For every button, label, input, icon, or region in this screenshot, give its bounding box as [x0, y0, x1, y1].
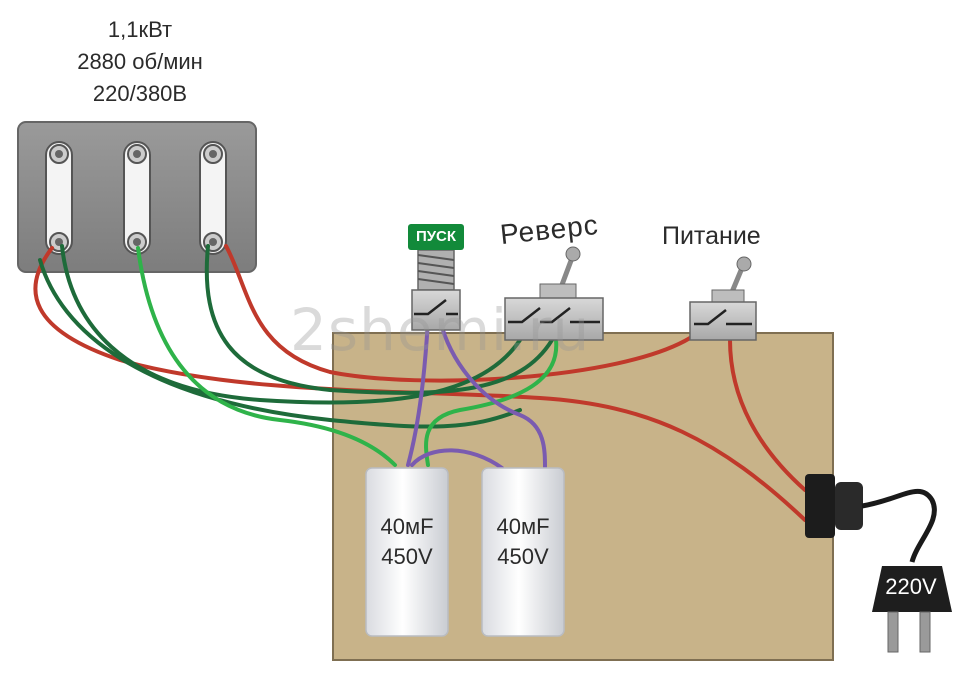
capacitor-capacity: 40мF: [380, 514, 434, 539]
green-wire: [424, 338, 559, 467]
plug-voltage-label: 220V: [885, 574, 937, 599]
motor-terminal-box: [17, 121, 257, 273]
start-button-label: ПУСК: [408, 224, 464, 250]
start-button-assembly: [411, 249, 461, 331]
power-plug: [861, 488, 952, 653]
wires: [33, 244, 807, 522]
purple-wire: [406, 318, 430, 467]
red-wire: [728, 338, 807, 492]
red-wire: [224, 244, 692, 383]
capacitor-label: 40мF 450V: [482, 512, 564, 572]
capacitor-voltage: 450V: [497, 544, 549, 569]
watermark: 2shemi.ru: [290, 296, 591, 364]
capacitor: [481, 467, 565, 637]
motor-speed: 2880 об/мин: [77, 49, 203, 74]
socket: [805, 474, 863, 538]
green-wire: [136, 246, 397, 467]
motor-specs: 1,1кВт 2880 об/мин 220/380В: [40, 14, 240, 110]
purple-wire: [438, 318, 547, 470]
capacitor-voltage: 450V: [381, 544, 433, 569]
capacitor-capacity: 40мF: [496, 514, 550, 539]
capacitor-label: 40мF 450V: [366, 512, 448, 572]
purple-wire: [410, 448, 504, 470]
terminal-jumper: [123, 141, 151, 255]
motor-power: 1,1кВт: [107, 17, 173, 42]
dark-green-wire: [204, 244, 554, 395]
dark-green-wire: [38, 258, 522, 429]
terminal-jumper: [199, 141, 227, 255]
dark-green-wire: [60, 244, 522, 405]
motor-voltage: 220/380В: [92, 81, 188, 106]
terminal-jumper: [45, 141, 73, 255]
reverse-switch: [504, 246, 604, 341]
capacitor: [365, 467, 449, 637]
power-switch: [689, 256, 757, 341]
power-switch-label: Питание: [662, 222, 761, 250]
